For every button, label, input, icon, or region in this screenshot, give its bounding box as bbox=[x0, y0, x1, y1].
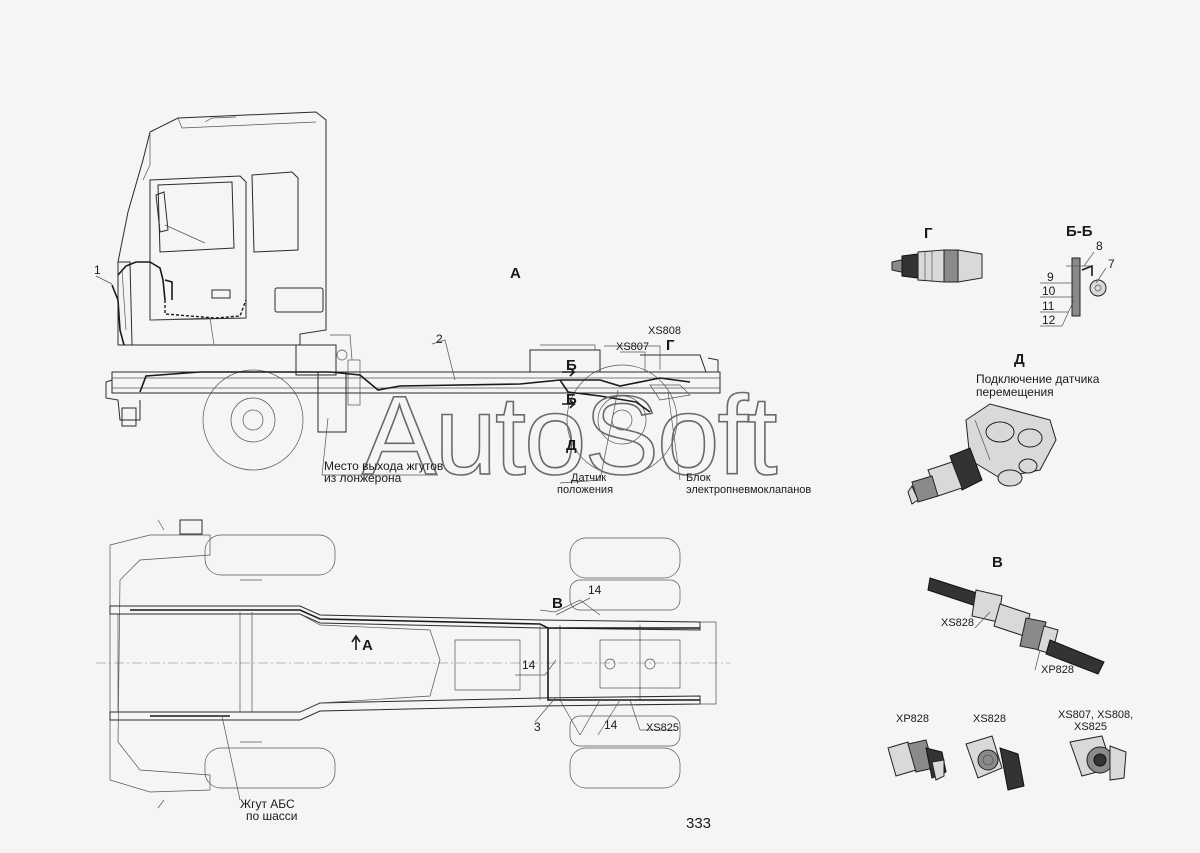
callout-1: 1 bbox=[94, 263, 101, 277]
connector-xs807-label: XS807 bbox=[616, 341, 649, 353]
section-g-title: Г bbox=[924, 225, 933, 242]
arrow-view-g-label: Г bbox=[666, 337, 675, 354]
exit-point-label-line1: Место выхода жгутов bbox=[324, 459, 443, 473]
legend-xs828-label: XS828 bbox=[973, 713, 1006, 725]
detail-v-xs828-label: XS828 bbox=[941, 617, 974, 629]
valve-block-label-line1: Блок bbox=[686, 472, 711, 484]
plan-arrow-a-label: А bbox=[362, 637, 373, 654]
connector-xs808-label: XS808 bbox=[648, 325, 681, 337]
watermark: AutoSoft bbox=[362, 373, 778, 498]
abs-harness-line1: Жгут АБС bbox=[240, 797, 295, 811]
arrow-b-lower-label: Б bbox=[566, 391, 577, 408]
plan-xs825-label: XS825 bbox=[646, 722, 679, 734]
callout-8: 8 bbox=[1096, 239, 1103, 253]
legend-xp828-label: XP828 bbox=[896, 713, 929, 725]
section-v-title: В bbox=[992, 554, 1003, 571]
section-d-title: Д bbox=[1014, 351, 1025, 368]
sensor-label-line1: Датчик bbox=[571, 472, 606, 484]
detail-d bbox=[907, 403, 1057, 505]
view-label-a: А bbox=[510, 265, 521, 282]
abs-harness-line2: по шасси bbox=[246, 809, 298, 823]
callout-2: 2 bbox=[436, 332, 443, 346]
callout-14-bot: 14 bbox=[604, 718, 618, 732]
callout-9: 9 bbox=[1047, 270, 1054, 284]
arrow-d-label: Д bbox=[566, 437, 577, 454]
callout-3: 3 bbox=[534, 720, 541, 734]
detail-v-xp828-label: XP828 bbox=[1041, 664, 1074, 676]
detail-g bbox=[891, 249, 983, 283]
callout-12: 12 bbox=[1042, 313, 1056, 327]
sensor-label-line2: положения bbox=[557, 484, 613, 496]
truck-side-view bbox=[95, 111, 721, 484]
legend-group-label-line2: XS825 bbox=[1074, 721, 1107, 733]
sensor-connection-line1: Подключение датчика bbox=[976, 372, 1100, 386]
callout-10: 10 bbox=[1042, 284, 1056, 298]
plan-view-v-label: В bbox=[552, 595, 563, 612]
detail-v bbox=[927, 577, 1105, 675]
section-bb-title: Б-Б bbox=[1066, 223, 1093, 240]
valve-block-label-line2: электропневмоклапанов bbox=[686, 484, 811, 496]
page-number: 333 bbox=[686, 815, 711, 832]
callout-7: 7 bbox=[1108, 257, 1115, 271]
arrow-b-upper-label: Б bbox=[566, 357, 577, 374]
legend-group-label-line1: XS807, XS808, bbox=[1058, 709, 1133, 721]
exit-point-label-line2: из лонжерона bbox=[324, 471, 402, 485]
sensor-connection-line2: перемещения bbox=[976, 385, 1054, 399]
callout-14-mid: 14 bbox=[522, 658, 536, 672]
connector-legend bbox=[887, 735, 1127, 791]
callout-11: 11 bbox=[1042, 299, 1055, 313]
truck-plan-view bbox=[96, 519, 730, 809]
callout-14-top: 14 bbox=[588, 583, 602, 597]
section-bb bbox=[1040, 251, 1107, 327]
